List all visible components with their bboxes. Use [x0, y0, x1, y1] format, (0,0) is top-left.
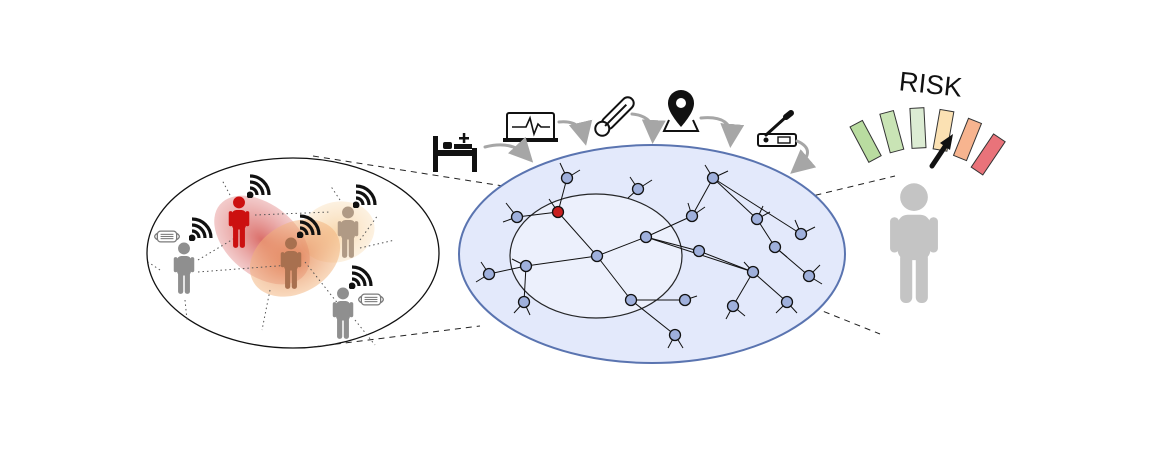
- network-node: [639, 230, 653, 244]
- network-node: [668, 328, 682, 342]
- data-flow-arrow: [699, 116, 745, 148]
- network-node: [519, 259, 533, 273]
- face-mask-icon: [358, 293, 384, 306]
- network-node: [780, 295, 794, 309]
- data-sources: [433, 90, 817, 174]
- hospital-bed-icon: [433, 133, 477, 172]
- network-node: [750, 212, 764, 226]
- risk-panel: RISK: [849, 66, 1006, 303]
- network-edge: [645, 215, 693, 238]
- network-edge: [698, 250, 754, 273]
- risk-label: RISK: [898, 66, 964, 102]
- network-node: [802, 269, 816, 283]
- test-kit-icon: [757, 110, 797, 147]
- network-node: [794, 227, 808, 241]
- network-node: [560, 171, 574, 185]
- risk-scale-bar: [970, 133, 1006, 176]
- network-nodes: [482, 171, 816, 342]
- risk-scale-bar: [952, 117, 983, 162]
- network-node: [517, 295, 531, 309]
- network-node: [624, 293, 638, 307]
- contact-lines: [147, 179, 396, 346]
- network-node: [692, 244, 706, 258]
- network-node: [590, 249, 604, 263]
- network-edge: [596, 236, 647, 257]
- network-edge: [645, 236, 700, 252]
- infected-network-node: [551, 205, 565, 219]
- person-icon: [890, 183, 938, 303]
- risk-scale-bar: [909, 107, 927, 149]
- thermometer-icon: [594, 96, 635, 137]
- network-edge: [596, 255, 632, 301]
- network-node: [746, 265, 760, 279]
- risk-pointer-icon: [929, 134, 953, 169]
- network-node: [631, 182, 645, 196]
- network-edge: [488, 265, 527, 275]
- face-mask-icon: [154, 230, 180, 243]
- ecg-monitor-icon: [503, 112, 558, 142]
- data-flow-arrows: [483, 112, 817, 174]
- network-node: [678, 293, 692, 307]
- risk-scale: [849, 107, 1006, 176]
- data-flow-arrow: [557, 119, 593, 146]
- location-pin-icon: [662, 90, 700, 132]
- risk-scale-bar: [849, 119, 882, 163]
- network-edge: [712, 177, 758, 220]
- network-edge: [691, 177, 714, 217]
- contact-network: [458, 144, 846, 364]
- data-flow-arrow: [630, 112, 666, 144]
- network-edge: [732, 271, 754, 307]
- network-edge: [525, 255, 598, 267]
- network-node: [685, 209, 699, 223]
- network-node: [510, 210, 524, 224]
- network-edge: [516, 211, 559, 218]
- data-flow-arrow: [483, 136, 534, 163]
- network-node: [726, 299, 740, 313]
- contact-scene: [146, 157, 440, 349]
- network-node: [706, 171, 720, 185]
- network-edge: [752, 271, 788, 303]
- network-edge: [630, 299, 676, 336]
- network-edge: [712, 177, 802, 235]
- network-node: [768, 240, 782, 254]
- data-flow-arrow: [790, 139, 817, 174]
- network-edge: [557, 211, 598, 257]
- network-node: [482, 267, 496, 281]
- risk-scale-bar: [879, 109, 905, 154]
